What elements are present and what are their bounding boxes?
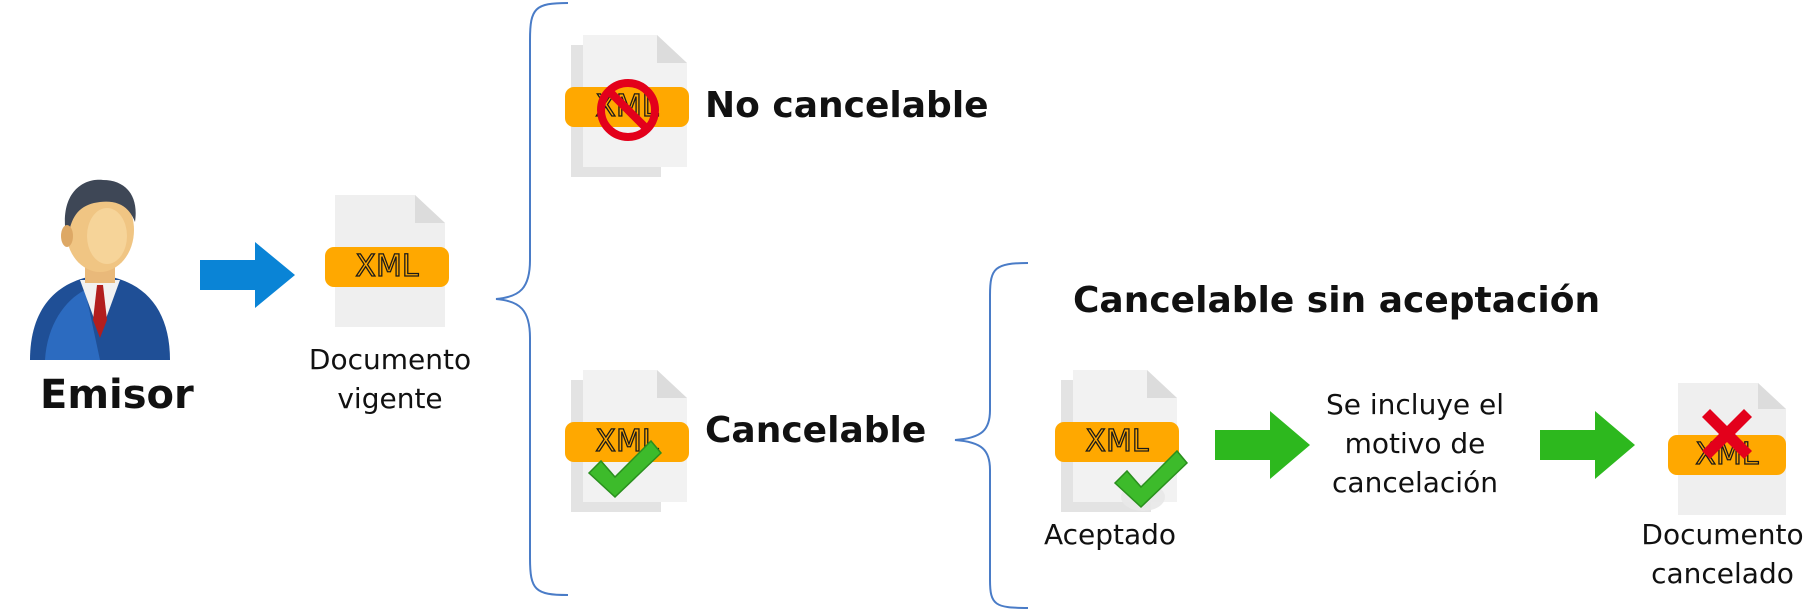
no-cancelable-label: No cancelable <box>705 85 989 126</box>
emisor-label: Emisor <box>40 372 194 418</box>
blue-arrow-icon <box>200 242 295 308</box>
aceptado-file-icon: XML <box>1055 370 1189 515</box>
green-arrow-icon <box>1540 411 1635 479</box>
bracket-main <box>490 0 570 600</box>
motivo-cancelacion-text: Se incluye el motivo de cancelación <box>1325 388 1505 499</box>
documento-vigente-label: Documento vigente <box>308 343 472 415</box>
emisor-avatar <box>25 160 175 360</box>
person-icon <box>30 179 170 360</box>
cancelable-file-icon: XML <box>565 370 695 515</box>
green-arrow-icon <box>1215 411 1310 479</box>
checkmark-icon <box>587 439 663 499</box>
xml-label: XML <box>1085 423 1149 459</box>
forbidden-icon <box>597 79 659 141</box>
cross-icon <box>1702 409 1752 459</box>
cancelable-label: Cancelable <box>705 410 927 451</box>
documento-cancelado-label: Documento cancelado <box>1641 518 1804 590</box>
bracket-secondary <box>950 260 1030 612</box>
cancelable-sin-aceptacion-label: Cancelable sin aceptación <box>1073 280 1601 321</box>
documento-vigente-file-icon: XML <box>325 195 455 335</box>
no-cancelable-file-icon: XML <box>565 35 695 180</box>
documento-cancelado-file-icon: XML <box>1668 383 1798 523</box>
aceptado-label: Aceptado <box>1043 518 1177 551</box>
xml-label: XML <box>355 248 419 284</box>
checkmark-icon <box>1113 449 1189 511</box>
